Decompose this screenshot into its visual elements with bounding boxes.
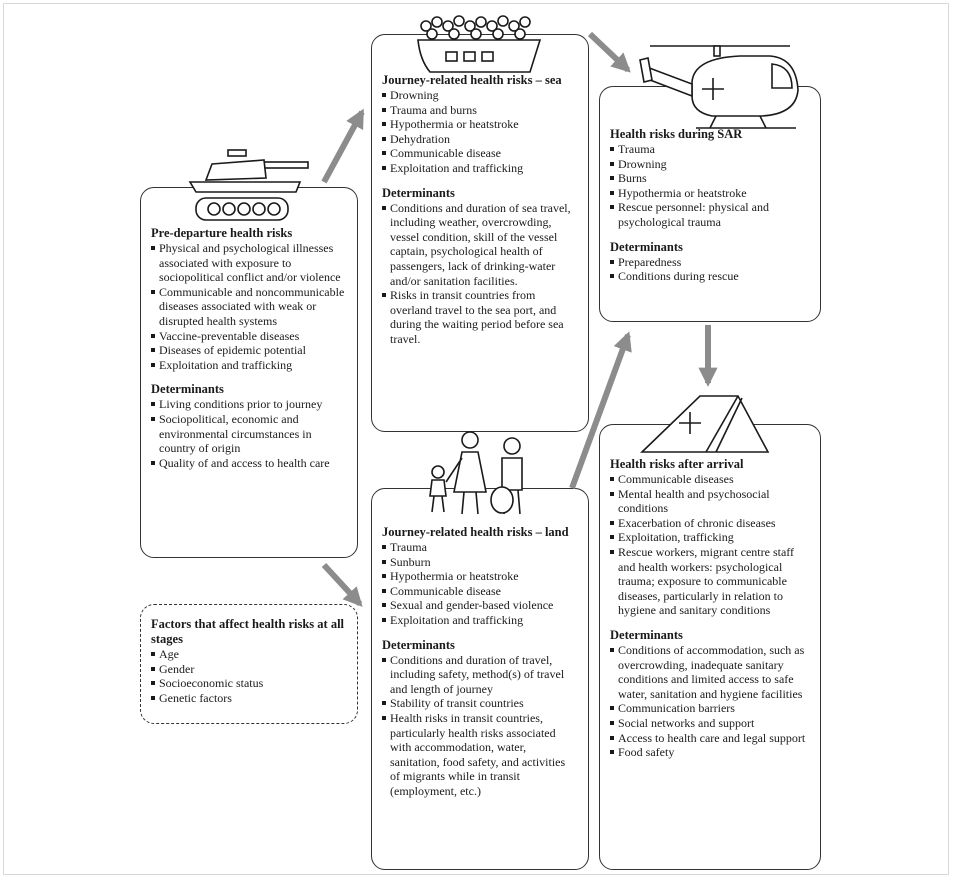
sea-determinants-title: Determinants: [382, 185, 455, 200]
list-item: Stability of transit countries: [382, 696, 578, 711]
list-item: Dehydration: [382, 132, 578, 147]
sea-determinants: Conditions and duration of sea travel, i…: [382, 201, 578, 347]
list-item: Access to health care and legal support: [610, 731, 810, 746]
list-item: Social networks and support: [610, 716, 810, 731]
land-title: Journey-related health risks – land: [382, 525, 569, 539]
list-item: Food safety: [610, 745, 810, 760]
figure-frame: [3, 3, 949, 875]
list-item: Trauma and burns: [382, 103, 578, 118]
arrow-predeparture-to-sea: [321, 108, 365, 184]
arrival-box: Health risks after arrival Communicable …: [599, 424, 821, 870]
list-item: Diseases of epidemic potential: [151, 343, 347, 358]
list-item: Vaccine-preventable diseases: [151, 329, 347, 344]
list-item: Physical and psychological illnesses ass…: [151, 241, 347, 285]
helicopter-icon: [639, 45, 799, 129]
arrival-determinants: Conditions of accommodation, such as ove…: [610, 643, 810, 760]
list-item: Burns: [610, 171, 810, 186]
list-item: Communicable and noncommunicable disease…: [151, 285, 347, 329]
sea-title: Journey-related health risks – sea: [382, 73, 562, 87]
list-item: Gender: [151, 662, 347, 677]
list-item: Drowning: [610, 157, 810, 172]
tank-icon: [188, 149, 309, 221]
list-item: Trauma: [382, 540, 578, 555]
list-item: Communicable disease: [382, 584, 578, 599]
list-item: Trauma: [610, 142, 810, 157]
list-item: Quality of and access to health care: [151, 456, 347, 471]
pre-departure-title: Pre-departure health risks: [151, 226, 293, 240]
list-item: Sunburn: [382, 555, 578, 570]
list-item: Exacerbation of chronic diseases: [610, 516, 810, 531]
list-item: Drowning: [382, 88, 578, 103]
list-item: Age: [151, 647, 347, 662]
list-item: Risks in transit countries from overland…: [382, 288, 578, 346]
list-item: Rescue workers, migrant centre staff and…: [610, 545, 810, 618]
list-item: Living conditions prior to journey: [151, 397, 347, 412]
list-item: Exploitation and trafficking: [382, 613, 578, 628]
arrow-sea-to-sar: [587, 31, 631, 73]
list-item: Preparedness: [610, 255, 810, 270]
factors-box: Factors that affect health risks at all …: [140, 604, 358, 724]
sar-determinants-title: Determinants: [610, 239, 683, 254]
boat-icon: [417, 15, 542, 73]
list-item: Health risks in transit countries, parti…: [382, 711, 578, 799]
list-item: Conditions during rescue: [610, 269, 810, 284]
tent-icon: [640, 395, 770, 453]
land-box: Journey-related health risks – land Trau…: [371, 488, 589, 870]
arrival-title: Health risks after arrival: [610, 457, 744, 471]
arrival-determinants-title: Determinants: [610, 627, 683, 642]
list-item: Sexual and gender-based violence: [382, 598, 578, 613]
list-item: Socioeconomic status: [151, 676, 347, 691]
list-item: Exploitation and trafficking: [382, 161, 578, 176]
land-determinants: Conditions and duration of travel, inclu…: [382, 653, 578, 799]
list-item: Communicable disease: [382, 146, 578, 161]
family-icon: [429, 431, 523, 515]
list-item: Conditions of accommodation, such as ove…: [610, 643, 810, 701]
list-item: Hypothermia or heatstroke: [610, 186, 810, 201]
list-item: Conditions and duration of sea travel, i…: [382, 201, 578, 289]
list-item: Exploitation and trafficking: [151, 358, 347, 373]
land-determinants-title: Determinants: [382, 637, 455, 652]
list-item: Exploitation, trafficking: [610, 530, 810, 545]
sar-title: Health risks during SAR: [610, 127, 743, 141]
list-item: Communication barriers: [610, 701, 810, 716]
list-item: Rescue personnel: physical and psycholog…: [610, 200, 810, 229]
arrow-land-to-sar: [569, 331, 632, 490]
factors-title: Factors that affect health risks at all …: [151, 617, 345, 646]
list-item: Sociopolitical, economic and environment…: [151, 412, 347, 456]
list-item: Hypothermia or heatstroke: [382, 569, 578, 584]
list-item: Hypothermia or heatstroke: [382, 117, 578, 132]
pre-departure-determinants-title: Determinants: [151, 382, 224, 397]
list-item: Conditions and duration of travel, inclu…: [382, 653, 578, 697]
sea-box: Journey-related health risks – sea Drown…: [371, 34, 589, 432]
list-item: Communicable diseases: [610, 472, 810, 487]
arrow-predeparture-to-land: [321, 562, 363, 607]
pre-departure-box: Pre-departure health risks Physical and …: [140, 187, 358, 558]
list-item: Mental health and psychosocial condition…: [610, 487, 810, 516]
list-item: Genetic factors: [151, 691, 347, 706]
pre-departure-risks: Physical and psychological illnesses ass…: [151, 241, 347, 372]
